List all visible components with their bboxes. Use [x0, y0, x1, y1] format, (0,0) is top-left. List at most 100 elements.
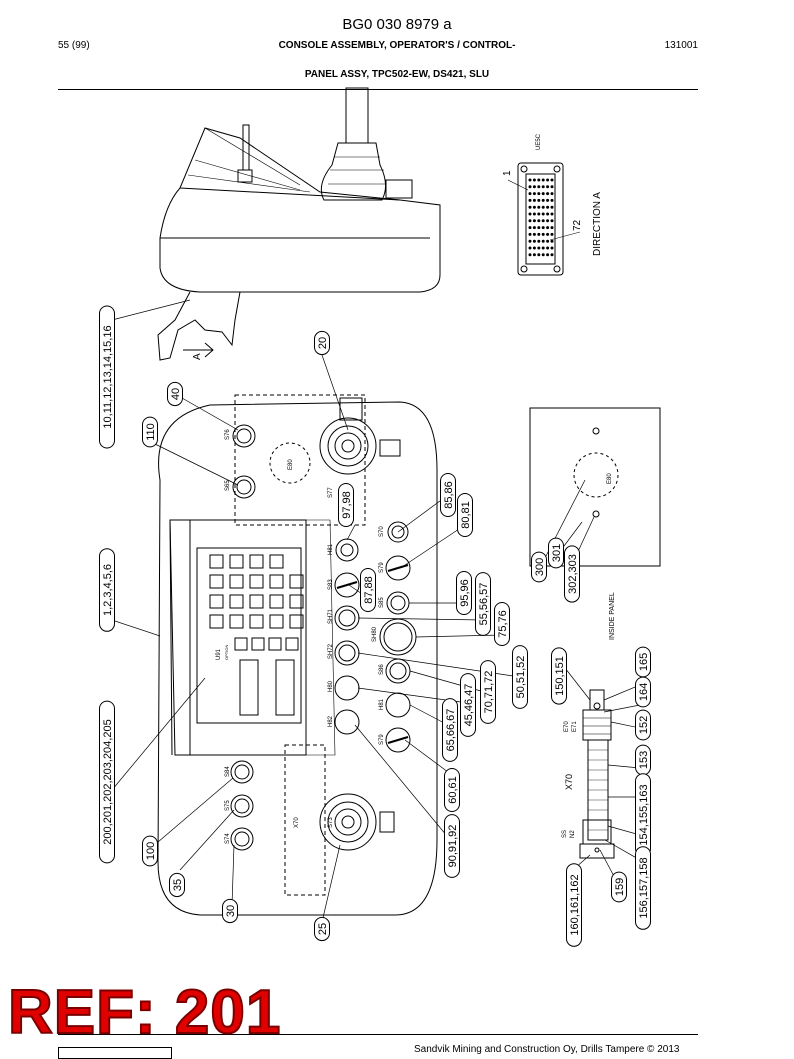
callout-c10_16: 10,11,12,13,14,15,16 [99, 305, 115, 449]
connector-pin [532, 178, 536, 182]
label-e70: E70 [564, 721, 570, 732]
callout-c200_205: 200,201,202,203,204,205 [99, 700, 115, 864]
callout-text: 164 [638, 683, 650, 701]
callout-bubble [338, 483, 354, 527]
callout-text: 25 [317, 923, 329, 935]
callout-bubble [566, 863, 582, 947]
callout-bubble [314, 330, 330, 356]
connector-pin [528, 178, 532, 182]
callout-c165: 165 [635, 646, 651, 678]
connector-pin [550, 205, 554, 209]
callout-c75_76: 75,76 [494, 602, 510, 646]
keypad-button [229, 594, 244, 609]
pin-first-label: 1 [502, 170, 513, 176]
callout-bubble [444, 814, 460, 878]
footer-copyright: Sandvik Mining and Construction Oy, Dril… [414, 1044, 680, 1055]
callout-text: 90,91,92 [447, 825, 459, 868]
connector-pin [537, 232, 541, 236]
callout-text: 95,96 [459, 579, 471, 607]
callout-bubble [494, 602, 510, 646]
callout-c87_88: 87,88 [360, 568, 376, 612]
connector-pin [546, 178, 550, 182]
label-s85: S85 [379, 597, 385, 608]
callout-text: 100 [145, 842, 157, 860]
connector-pin [541, 246, 545, 250]
connector-pin [546, 246, 550, 250]
direction-label: DIRECTION A [592, 192, 603, 256]
label-ss: SS [562, 830, 568, 838]
callout-c65_67: 65,66,67 [442, 698, 458, 762]
callout-c164: 164 [635, 676, 651, 708]
connector-pins [528, 178, 554, 257]
callout-c302_303: 302,303 [564, 545, 580, 603]
label-s75: S75 [225, 800, 231, 811]
connector-pin [537, 185, 541, 189]
callout-bubble [456, 571, 472, 615]
label-e71: E71 [572, 721, 578, 732]
connector-pin [550, 232, 554, 236]
callout-bubble [440, 473, 456, 517]
callout-bubble [457, 493, 473, 537]
label-n2: N2 [570, 830, 576, 838]
document-code: BG0 030 8979 a [342, 16, 452, 33]
label-connector-tag: UE5C [536, 133, 542, 150]
callout-text: 1,2,3,4,5,6 [102, 564, 114, 616]
title-line-1: CONSOLE ASSEMBLY, OPERATOR'S / CONTROL- [278, 40, 516, 51]
callout-bubble [142, 416, 158, 448]
label-s73: S73 [328, 817, 334, 828]
connector-pin [528, 212, 532, 216]
callout-c55_57: 55,56,57 [475, 572, 491, 636]
connector-pin [532, 185, 536, 189]
keypad-button [289, 594, 304, 609]
callout-c154_163: 154,155,163 [635, 773, 651, 857]
keypad-button [209, 614, 224, 629]
callout-text: 40 [170, 388, 182, 400]
keypad-button [251, 637, 265, 651]
connector-pin [541, 219, 545, 223]
callout-text: 165 [638, 653, 650, 671]
callout-c40: 40 [167, 381, 183, 407]
keypad-button [268, 637, 282, 651]
keypad-button [249, 614, 264, 629]
label-s84: S84 [225, 766, 231, 777]
connector-pin [550, 212, 554, 216]
connector-pin [546, 239, 550, 243]
callout-c156_158: 156,157,158 [635, 846, 651, 930]
connector-pin [541, 185, 545, 189]
connector-pin [546, 226, 550, 230]
callout-text: 50,51,52 [515, 656, 527, 699]
callout-text: 154,155,163 [638, 784, 650, 845]
callout-text: 87,88 [363, 576, 375, 604]
connector-pin [532, 219, 536, 223]
label-inside-panel: INSIDE PANEL [609, 592, 616, 640]
connector-pin [532, 246, 536, 250]
keypad-button [269, 594, 284, 609]
title-line-2: PANEL ASSY, TPC502-EW, DS421, SLU [304, 69, 490, 80]
connector-pin [537, 239, 541, 243]
callout-bubble [169, 872, 185, 898]
label-s78: S79 [379, 734, 385, 745]
callout-bubble [611, 871, 627, 903]
keypad-button [269, 574, 284, 589]
callout-text: 80,81 [460, 501, 472, 529]
connector-pin [541, 192, 545, 196]
footer-rule [58, 1034, 698, 1035]
connector-pin [528, 198, 532, 202]
connector-pin [541, 198, 545, 202]
callout-c110: 110 [142, 416, 158, 448]
callout-text: 159 [614, 878, 626, 896]
callout-bubble [360, 568, 376, 612]
connector-pin [537, 212, 541, 216]
callout-c35: 35 [169, 872, 185, 898]
logo-box [58, 1047, 172, 1059]
controls [230, 397, 417, 851]
callout-bubble [99, 700, 115, 864]
connector-pin [550, 178, 554, 182]
connector-pin [546, 198, 550, 202]
callout-text: 60,61 [447, 776, 459, 804]
connector-pin [537, 246, 541, 250]
connector-view [507, 162, 581, 276]
callout-bubble [475, 572, 491, 636]
callout-text: 301 [551, 544, 563, 562]
